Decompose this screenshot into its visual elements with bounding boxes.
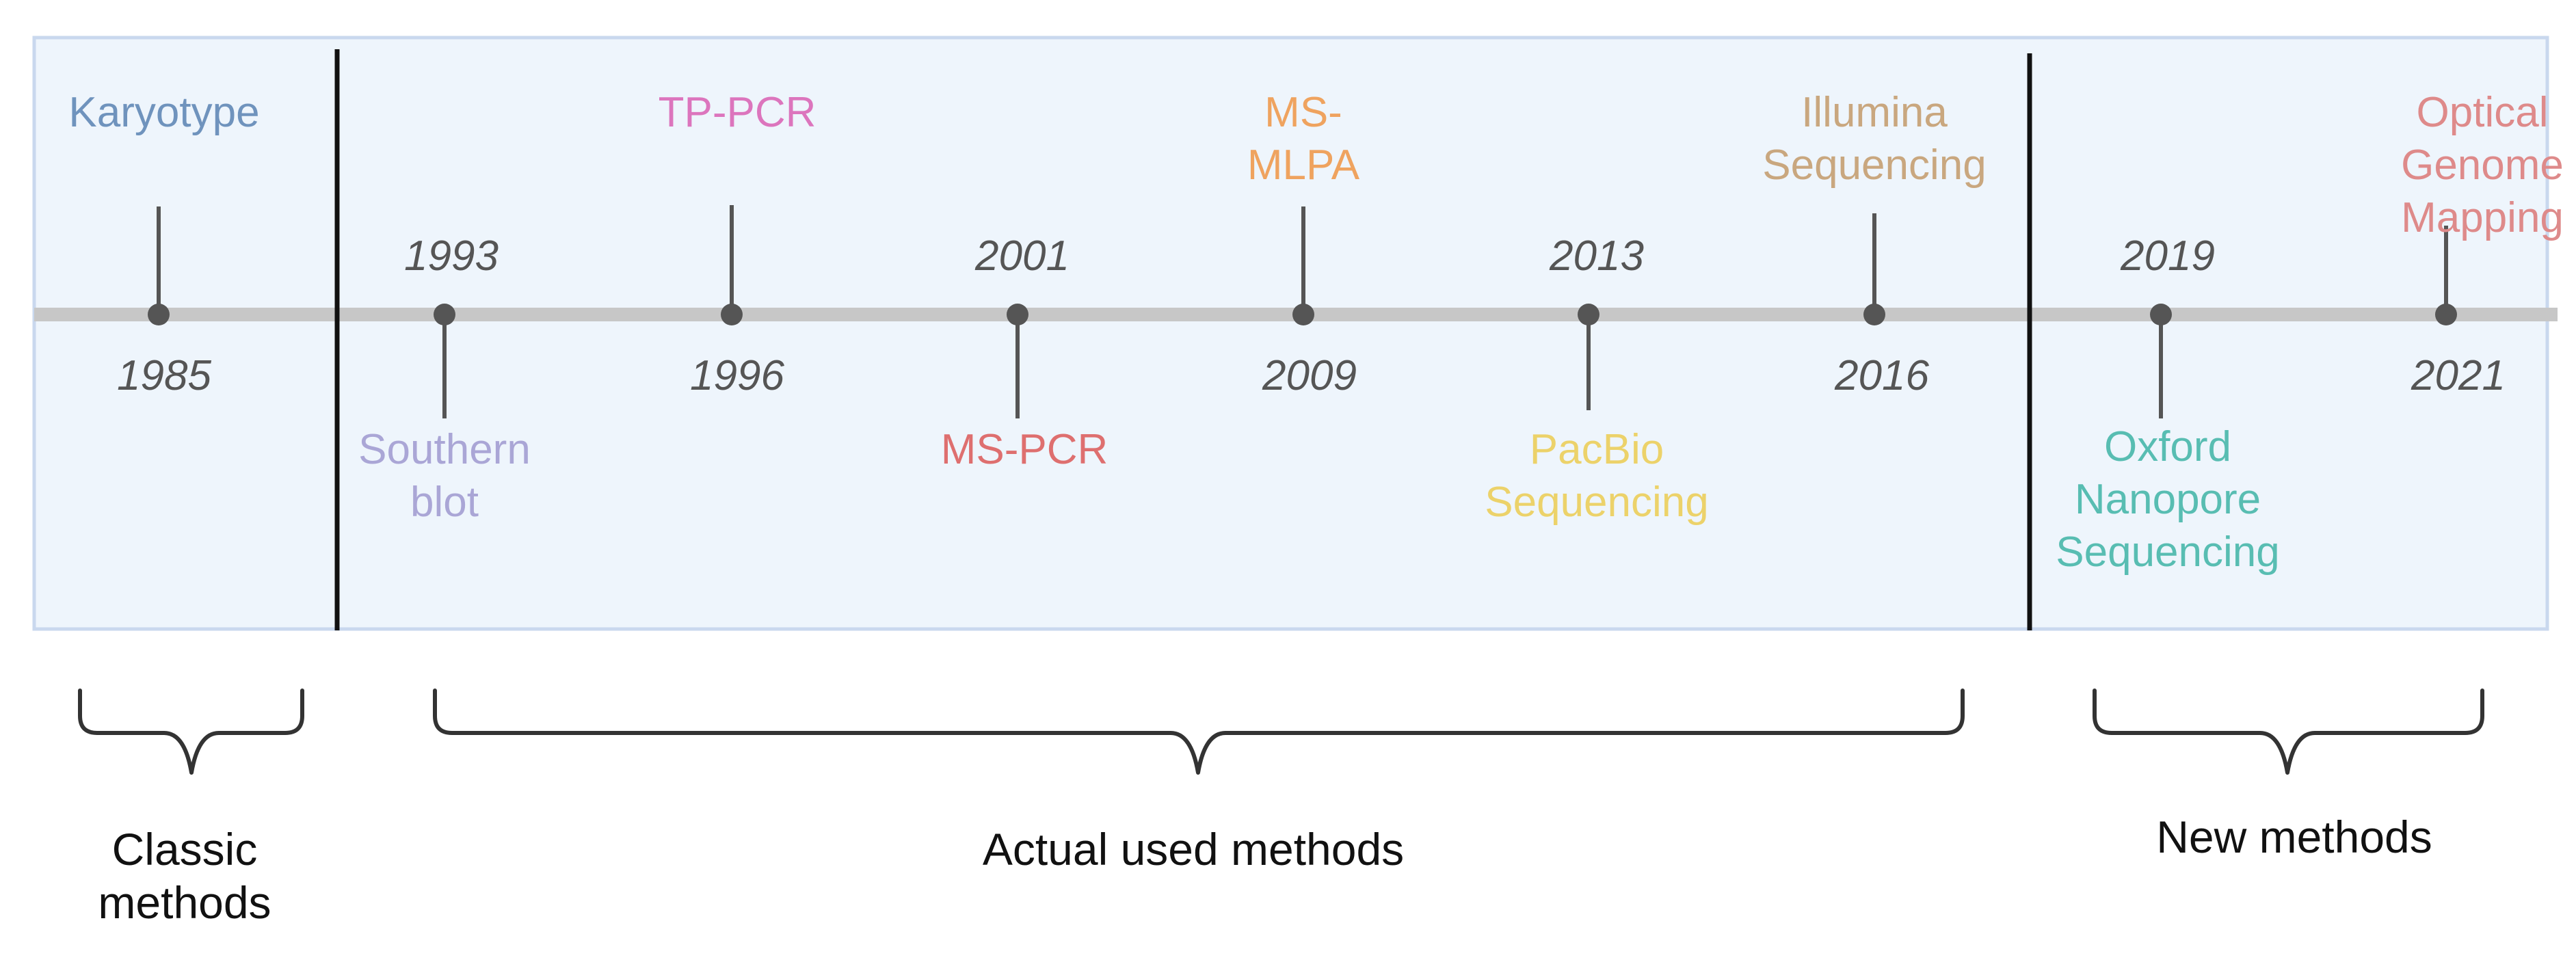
timeline-panel (32, 36, 2549, 631)
event-year-2009: 2009 (1262, 352, 1357, 399)
event-marker-2001 (1007, 304, 1028, 325)
event-year-1996: 1996 (690, 352, 784, 399)
event-marker-1993 (434, 304, 455, 325)
event-marker-2019 (2150, 304, 2172, 325)
event-label-1996: TP-PCR (659, 89, 816, 136)
group-label-new-methods: New methods (2156, 812, 2432, 862)
event-label-2009: MS-MLPA (1247, 89, 1360, 189)
event-marker-2009 (1292, 304, 1314, 325)
event-marker-2013 (1578, 304, 1599, 325)
event-marker-2021 (2435, 304, 2457, 325)
brace-classic-methods (78, 689, 304, 775)
event-marker-1985 (148, 304, 170, 325)
event-year-1985: 1985 (117, 352, 211, 399)
event-marker-2016 (1863, 304, 1885, 325)
event-year-2001: 2001 (974, 232, 1070, 280)
brace-new-methods (2093, 689, 2484, 775)
event-label-1985: Karyotype (68, 89, 259, 136)
event-year-2013: 2013 (1549, 232, 1644, 280)
group-label-actual-used-methods: Actual used methods (983, 824, 1404, 874)
brace-actual-used-methods (433, 689, 1965, 775)
event-label-2001: MS-PCR (941, 426, 1108, 473)
event-year-2016: 2016 (1834, 352, 1929, 399)
event-year-1993: 1993 (404, 232, 499, 280)
event-marker-1996 (721, 304, 743, 325)
event-year-2021: 2021 (2411, 352, 2506, 399)
event-year-2019: 2019 (2120, 232, 2215, 280)
